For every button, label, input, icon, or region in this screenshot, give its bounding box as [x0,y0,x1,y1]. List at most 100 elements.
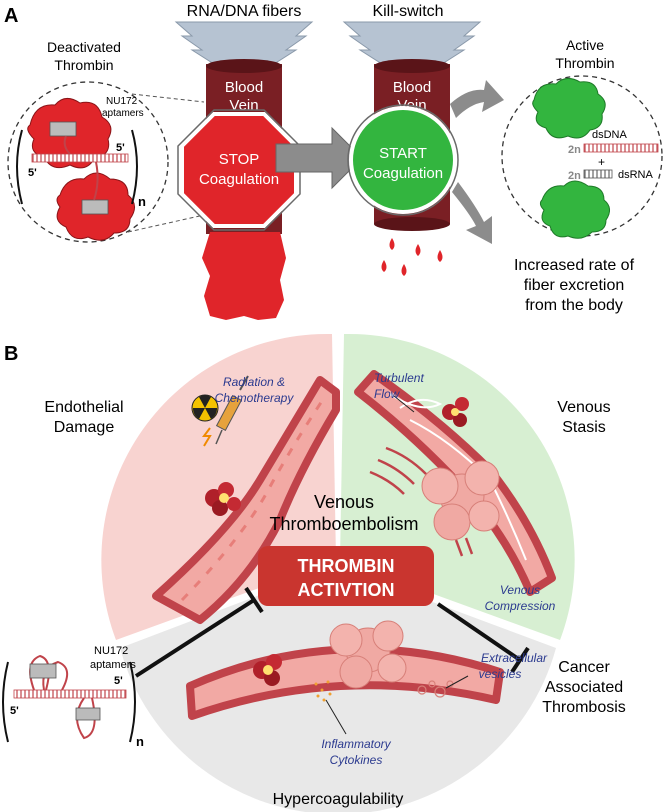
deactivated-label-line2: Thrombin [54,57,113,73]
aptamer-label-a-line2: aptamers [102,108,144,119]
five-prime-a-bottom: 5' [28,167,37,179]
extracellular-vesicles [417,680,454,698]
bracket-left-a [16,129,23,205]
cancer-line2: Associated [545,679,623,696]
venous-compression-line1: Venous [500,583,540,597]
endothelial-line1: Endothelial [44,399,123,416]
five-prime-b-top: 5' [114,675,123,687]
clot-outflow [202,232,286,320]
syringe-icon [215,375,249,445]
transition-arrow [275,126,363,190]
stop-sign [180,112,298,228]
inflammatory-line1: Inflammatory [321,737,391,751]
venous-compression-line2: Compression [485,599,556,613]
endothelial-line2: Damage [54,419,115,436]
blood-drop-5 [381,260,387,272]
vte-title-line2: Thromboembolism [269,514,418,534]
thrombin-activation-box [258,546,434,606]
radiation-line1: Radiation & [223,375,285,389]
clot-hypercoag [253,654,282,686]
vessel-stasis [354,370,556,596]
cytokine-pointer [325,699,347,735]
radiation-line2: Chemotherapy [215,391,295,405]
thrombin-active-top [532,78,606,139]
flow-lines [369,446,474,557]
vein-right-bottom [374,217,450,231]
aptamer-bundle-top [49,121,77,137]
cytokine-dots [314,680,332,702]
aptamer-label-b-line1: NU172 [94,645,128,657]
clot-stasis [442,397,469,427]
tumor-mass-stasis [421,460,500,541]
excretion-line1: Increased rate of [514,257,635,274]
stop-text-line1: STOP [219,151,260,168]
thrombin-activation-line1: THROMBIN [298,556,395,576]
turbulent-line1: Turbulent [374,371,424,385]
vein-left-top [206,59,282,73]
turbulent-pointer [393,395,415,413]
vein-left-blood: Blood [225,79,263,96]
extracellular-line2: vesicles [479,667,522,681]
killswitch-title: Kill-switch [372,3,443,20]
n-subscript-b: n [136,734,144,749]
start-text-line1: START [379,145,427,162]
thrombin-active-bottom [539,180,610,239]
venous-stasis-line2: Stasis [562,419,606,436]
tumor-mass-hypercoag [329,620,407,689]
n-subscript-a: n [138,194,146,209]
zoom-line-left-bottom [127,214,205,233]
hypercoag-label: Hypercoagulability [273,791,404,808]
inhibition-line-right [436,602,522,662]
radiation-icon-blades [192,395,218,419]
inhibition-line-left [134,598,256,678]
excretion-line2: fiber excretion [524,277,625,294]
syringe-funnel-right [342,21,482,65]
aptamer-label-a-line1: NU172 [106,96,138,107]
vein-left-vein: Vein [229,97,258,114]
five-prime-b-bottom: 5' [10,705,19,717]
dsdna-label: dsDNA [592,129,628,141]
curved-arrow-bottom [452,182,492,244]
syringe-funnel-left [174,21,314,65]
curved-arrow-top [450,80,504,118]
blood-drop-1 [389,238,395,250]
vesicle-pointer [445,675,469,689]
bracket-right-a [131,129,138,205]
aptamer-loop-bottom [93,161,99,201]
lightning-icon [202,427,212,447]
plus-sign: + [598,155,605,169]
deactivated-label-line1: Deactivated [47,39,121,55]
start-circle [349,106,457,214]
stop-text-line2: Coagulation [199,171,279,188]
active-label-line1: Active [566,37,604,53]
clot-endothelial [205,482,241,516]
panel-b-label: B [4,343,18,365]
dsdna-strand [583,143,659,153]
inflammatory-line2: Cytokines [330,753,383,767]
start-circle-outline [347,104,459,216]
blood-drop-3 [437,250,443,262]
panel-a-label: A [4,5,18,27]
aptamer-label-b-line2: aptamers [90,659,136,671]
vein-right-top [374,59,450,73]
turbulent-line2: Flow [374,387,401,401]
aptamer-structure-b [2,654,136,743]
aptamer-bundle-bottom [81,199,109,215]
cancer-line1: Cancer [558,659,610,676]
thrombin-activation-line2: ACTIVTION [298,580,395,600]
cancer-line3: Thrombosis [542,699,626,716]
five-prime-a-top: 5' [116,142,125,154]
dsrna-label: dsRNA [618,169,654,181]
dsrna-strand [583,169,613,179]
ds-strand-left [31,153,129,163]
stop-sign-outline [177,109,301,231]
blood-drop-4 [401,264,407,276]
start-text-line2: Coagulation [363,165,443,182]
excretion-line3: from the body [525,297,623,314]
inhibition-bar-left [244,586,264,614]
vessel-endothelial [152,376,340,624]
venous-stasis-line1: Venous [557,399,610,416]
vein-right-blood: Blood [393,79,431,96]
fibers-title: RNA/DNA fibers [187,3,302,20]
active-label-line2: Thrombin [555,55,614,71]
